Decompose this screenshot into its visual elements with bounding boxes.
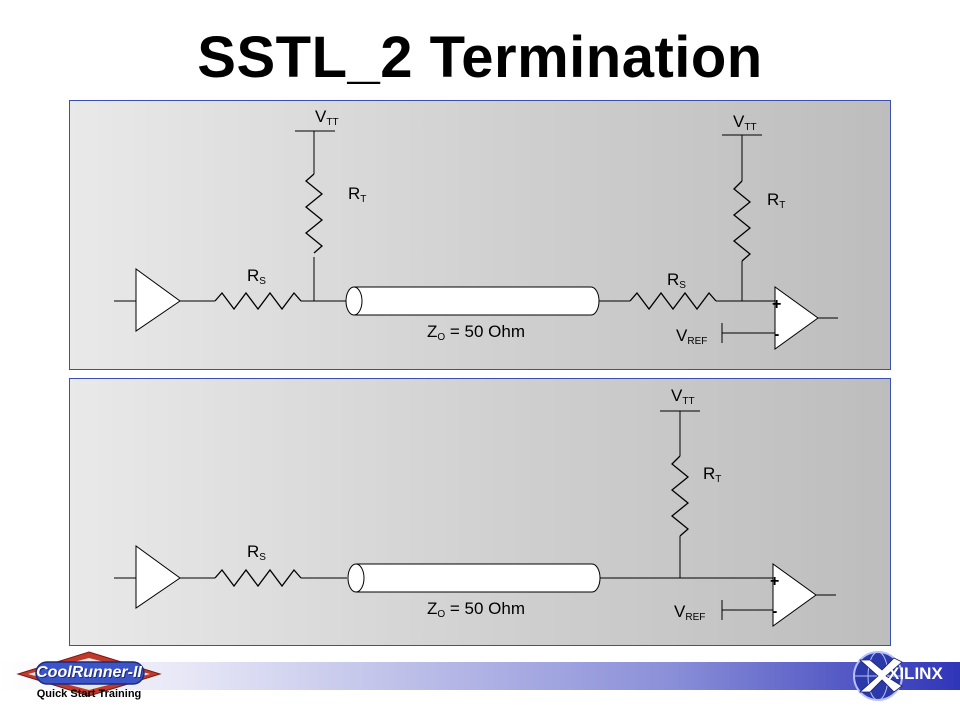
rt-label-right: RT [767,190,785,211]
impedance-label: ZO = 50 Ohm [427,599,525,620]
vref-label: VREF [674,602,705,623]
diagram-panel-single-termination: VTT RT RS ZO = 50 Ohm VREF + - [69,378,891,646]
vtt-label-left: VTT [315,107,339,128]
vref-label: VREF [676,326,707,347]
source-resistor-rs [214,568,302,588]
page-title: SSTL_2 Termination [197,25,763,90]
quick-start-training-text: Quick Start Training [36,688,142,700]
xilinx-logo: XILINX [852,650,952,702]
termination-resistor-rt [670,455,690,537]
termination-resistor-rt-left [304,173,324,254]
vtt-label: VTT [671,386,695,407]
plus-sign: + [772,296,781,313]
circuit-single-termination: VTT RT RS ZO = 50 Ohm VREF + - [114,386,836,627]
termination-resistor-rt-right [732,180,752,262]
impedance-label: ZO = 50 Ohm [427,322,525,343]
receiver-comparator [772,563,817,627]
diagram-panel-double-termination: VTT VTT RT RT RS RS ZO = 50 Ohm VREF + - [69,100,891,370]
transmission-line [347,563,601,593]
rs-label-right: RS [667,270,686,291]
driver-buffer [135,268,181,332]
xilinx-logo-text: XILINX [888,664,943,683]
rs-label: RS [247,542,266,563]
circuit-double-termination: VTT VTT RT RT RS RS ZO = 50 Ohm VREF + - [114,107,838,350]
source-resistor-rs [214,291,302,311]
coolrunner-logo: CoolRunner-II [14,650,164,710]
series-resistor-rs-right [629,291,717,311]
minus-sign: - [774,326,779,343]
plus-sign: + [770,573,779,590]
rs-label-left: RS [247,266,266,287]
xilinx-globe-icon [853,651,903,701]
coolrunner-badge-icon [16,651,162,697]
transmission-line [345,286,600,316]
minus-sign: - [772,603,777,620]
driver-buffer [135,545,181,609]
rt-label: RT [703,464,721,485]
footer-bar [0,662,960,690]
coolrunner-logo-text: CoolRunner-II [36,664,142,681]
rt-label-left: RT [348,184,366,205]
receiver-comparator [774,286,819,350]
vtt-label-right: VTT [733,112,757,133]
